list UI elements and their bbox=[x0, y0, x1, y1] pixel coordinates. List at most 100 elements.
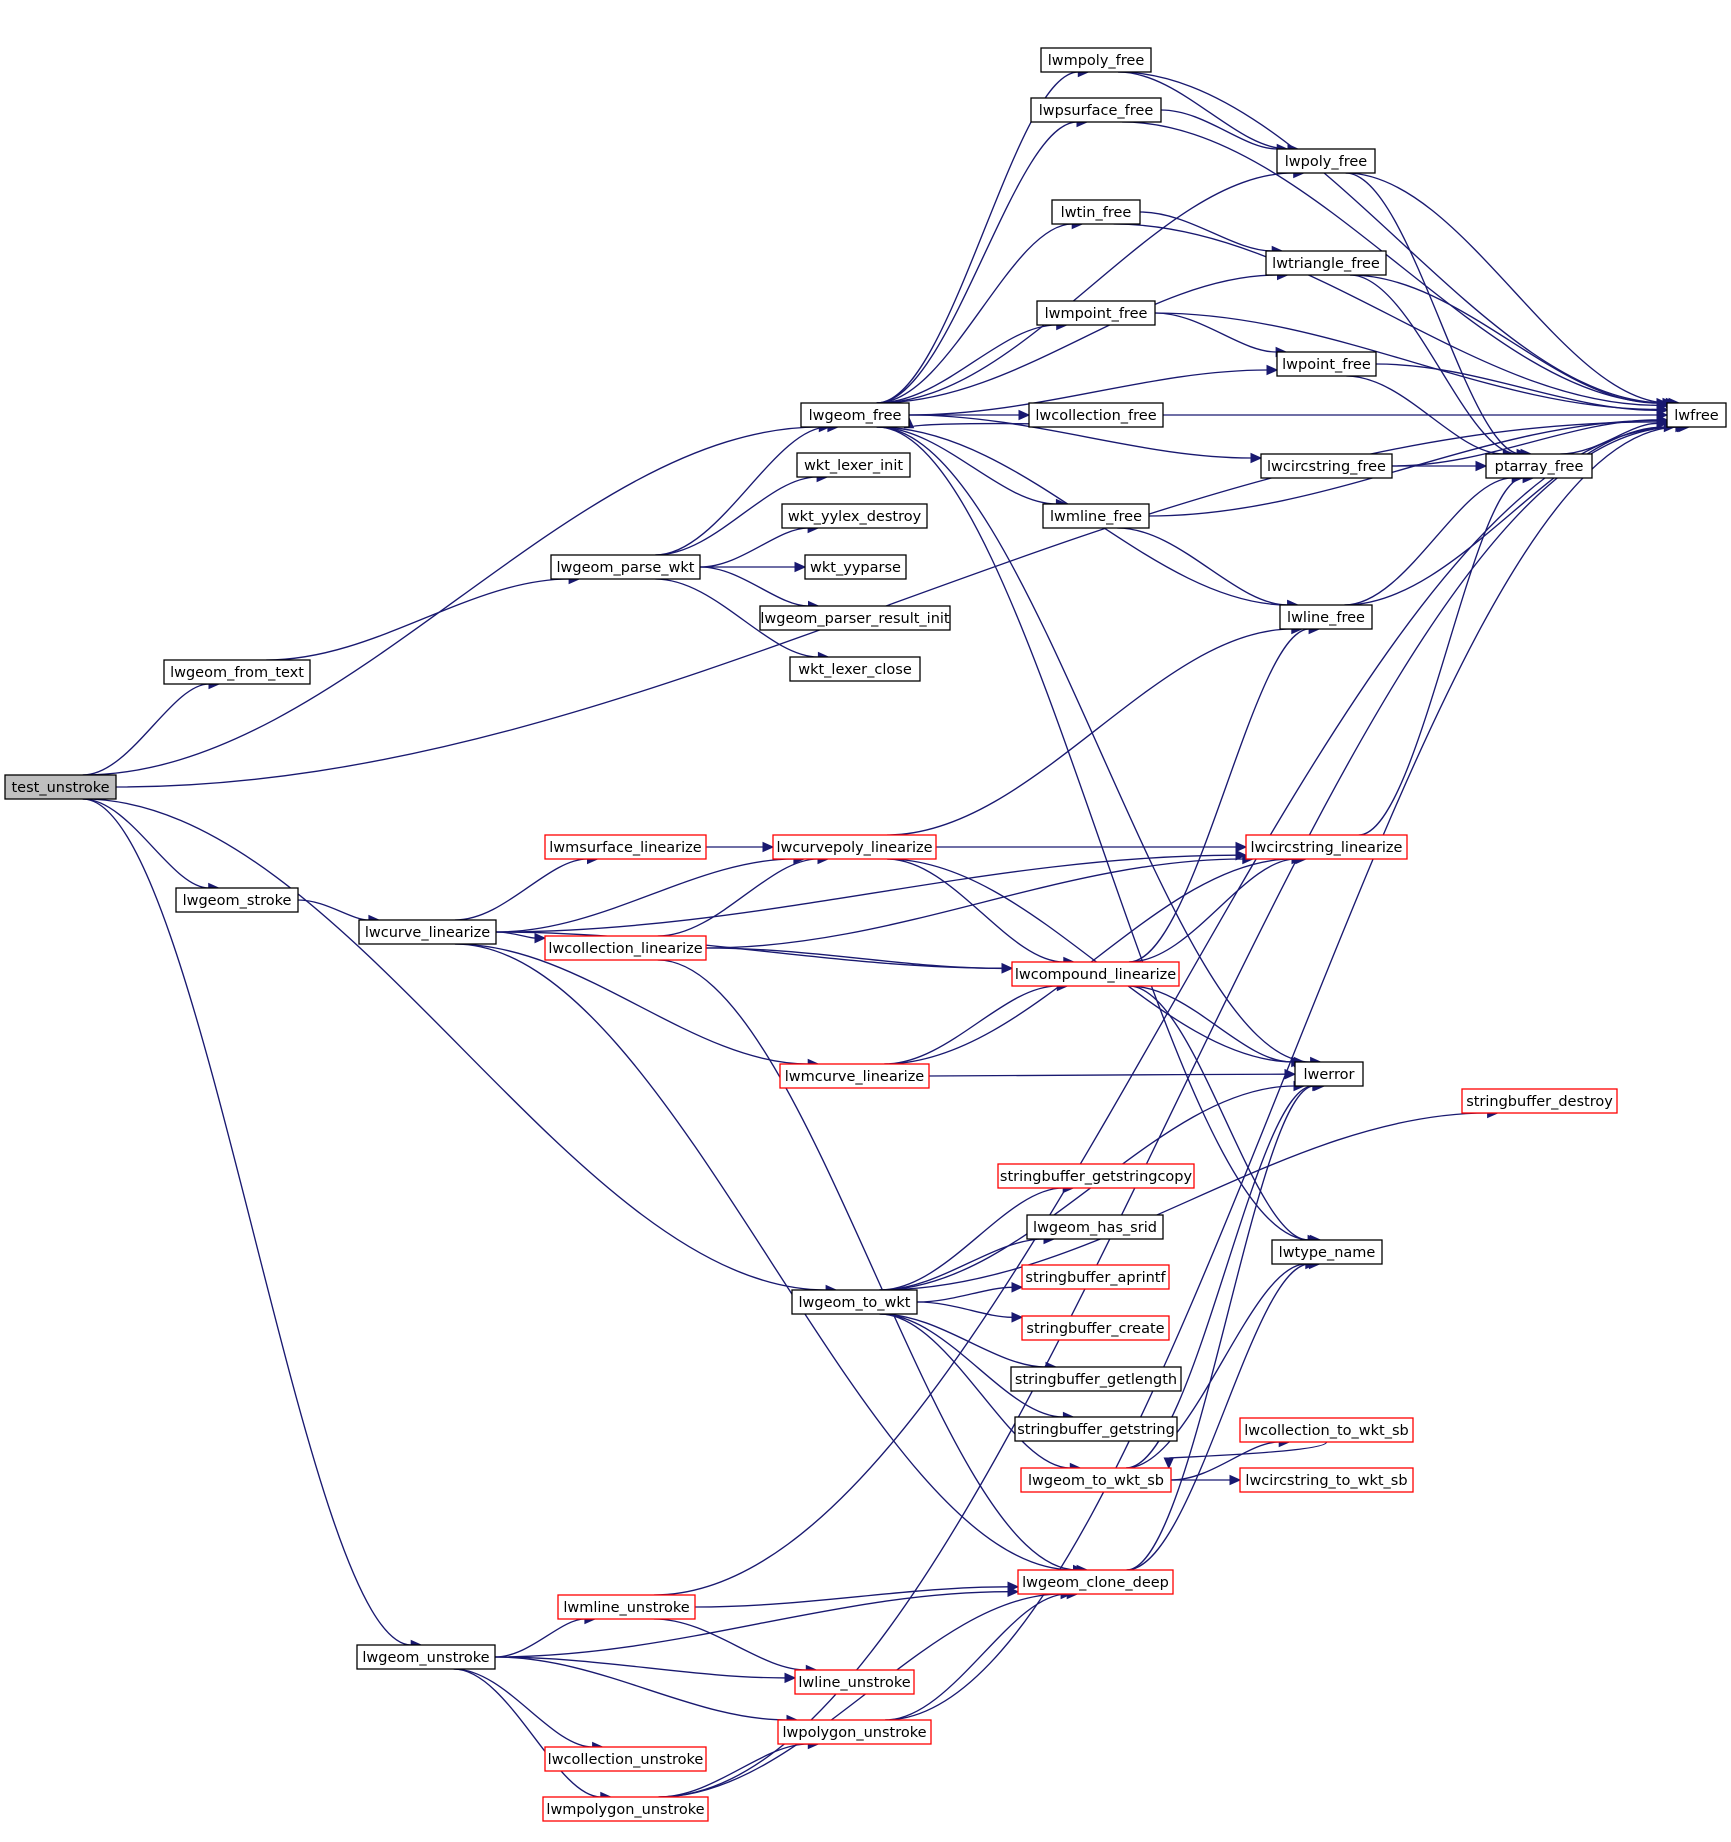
node-wkt-yylex-destroy[interactable]: wkt_yylex_destroy bbox=[781, 503, 928, 529]
node-lwgeom-parse-wkt[interactable]: lwgeom_parse_wkt bbox=[550, 554, 701, 580]
node-lwcollection-unstroke[interactable]: lwcollection_unstroke bbox=[544, 1746, 707, 1772]
node-label-lwcollection-unstroke: lwcollection_unstroke bbox=[548, 1752, 704, 1768]
node-box-wkt-yylex-destroy bbox=[781, 503, 928, 529]
node-box-lwgeom-to-wkt bbox=[791, 1289, 918, 1315]
node-stringbuffer-destroy[interactable]: stringbuffer_destroy bbox=[1461, 1088, 1618, 1114]
node-ptarray-free[interactable]: ptarray_free bbox=[1485, 453, 1593, 479]
node-lwerror[interactable]: lwerror bbox=[1294, 1061, 1364, 1087]
node-lwfree[interactable]: lwfree bbox=[1666, 402, 1727, 428]
node-stringbuffer-getlength[interactable]: stringbuffer_getlength bbox=[1010, 1366, 1182, 1392]
node-label-wkt-yylex-destroy: wkt_yylex_destroy bbox=[788, 509, 922, 525]
node-box-stringbuffer-getstringcopy bbox=[997, 1163, 1195, 1189]
node-lwmpoly-free[interactable]: lwmpoly_free bbox=[1040, 47, 1152, 73]
node-label-stringbuffer-getstring: stringbuffer_getstring bbox=[1017, 1422, 1175, 1438]
node-label-lwgeom-parser-result-init: lwgeom_parser_result_init bbox=[760, 611, 950, 627]
node-label-lwcircstring-free: lwcircstring_free bbox=[1267, 459, 1386, 475]
node-lwcircstring-linearize[interactable]: lwcircstring_linearize bbox=[1245, 834, 1408, 860]
arrowhead-lwcollection-linearize bbox=[534, 932, 547, 944]
node-lwcircstring-free[interactable]: lwcircstring_free bbox=[1260, 453, 1393, 479]
node-lwmpolygon-unstroke[interactable]: lwmpolygon_unstroke bbox=[542, 1796, 709, 1822]
edge-lwgeom-free-to-lwcircstring-free bbox=[908, 414, 1252, 459]
edge-lwcurve-linearize-to-lwmsurface-linearize bbox=[454, 858, 588, 921]
node-wkt-yyparse[interactable]: wkt_yyparse bbox=[804, 554, 907, 580]
node-label-lwcircstring-linearize: lwcircstring_linearize bbox=[1251, 840, 1403, 856]
node-test-unstroke[interactable]: test_unstroke bbox=[4, 774, 117, 800]
edge-lwgeom-unstroke-to-lwmline-unstroke bbox=[494, 1618, 585, 1658]
node-label-lwmcurve-linearize: lwmcurve_linearize bbox=[785, 1069, 925, 1085]
node-lwpolygon-unstroke[interactable]: lwpolygon_unstroke bbox=[777, 1719, 932, 1745]
node-lwtriangle-free[interactable]: lwtriangle_free bbox=[1265, 250, 1387, 276]
node-label-lwerror: lwerror bbox=[1304, 1067, 1355, 1083]
node-lwcollection-free[interactable]: lwcollection_free bbox=[1028, 402, 1164, 428]
node-box-lwerror bbox=[1294, 1061, 1364, 1087]
node-lwgeom-from-text[interactable]: lwgeom_from_text bbox=[163, 659, 311, 685]
node-label-lwmpoint-free: lwmpoint_free bbox=[1045, 306, 1148, 322]
edge-lwpolygon-unstroke-to-lwgeom-clone-deep bbox=[885, 1593, 1068, 1721]
edge-lwmline-free-to-lwline-free bbox=[1117, 527, 1288, 606]
node-stringbuffer-aprintf[interactable]: stringbuffer_aprintf bbox=[1021, 1264, 1170, 1290]
node-box-lwgeom-has-srid bbox=[1026, 1214, 1164, 1240]
node-stringbuffer-create[interactable]: stringbuffer_create bbox=[1021, 1315, 1170, 1341]
edge-lwgeom-to-wkt-to-stringbuffer-getstring bbox=[879, 1313, 1064, 1418]
node-wkt-lexer-init[interactable]: wkt_lexer_init bbox=[796, 452, 911, 478]
node-label-stringbuffer-aprintf: stringbuffer_aprintf bbox=[1025, 1270, 1166, 1286]
node-lwmline-unstroke[interactable]: lwmline_unstroke bbox=[557, 1594, 696, 1620]
node-lwgeom-has-srid[interactable]: lwgeom_has_srid bbox=[1026, 1214, 1164, 1240]
arrowhead-lwline-unstroke bbox=[784, 1672, 797, 1684]
node-lwgeom-stroke[interactable]: lwgeom_stroke bbox=[175, 887, 299, 913]
node-lwgeom-unstroke[interactable]: lwgeom_unstroke bbox=[356, 1644, 496, 1670]
node-box-stringbuffer-destroy bbox=[1461, 1088, 1618, 1114]
node-lwmline-free[interactable]: lwmline_free bbox=[1042, 503, 1150, 529]
edge-lwcurvepoly-linearize-to-lwcompound-linearize bbox=[887, 858, 1064, 963]
node-label-lwmline-free: lwmline_free bbox=[1050, 509, 1142, 525]
node-lwmpoint-free[interactable]: lwmpoint_free bbox=[1036, 300, 1156, 326]
edge-lwgeom-parse-wkt-to-wkt-lexer-close bbox=[655, 578, 819, 658]
node-stringbuffer-getstringcopy[interactable]: stringbuffer_getstringcopy bbox=[997, 1163, 1195, 1189]
edge-lwgeom-to-wkt-sb-to-lwcollection-to-wkt-sb bbox=[1170, 1441, 1280, 1481]
node-lwtin-free[interactable]: lwtin_free bbox=[1051, 199, 1141, 225]
node-lwcollection-to-wkt-sb[interactable]: lwcollection_to_wkt_sb bbox=[1239, 1417, 1414, 1443]
edge-lwgeom-unstroke-to-lwgeom-clone-deep bbox=[494, 1591, 1009, 1658]
node-lwcompound-linearize[interactable]: lwcompound_linearize bbox=[1011, 961, 1180, 987]
node-lwgeom-to-wkt-sb[interactable]: lwgeom_to_wkt_sb bbox=[1020, 1467, 1172, 1493]
edge-lwgeom-clone-deep-to-lwtype-name bbox=[1126, 1263, 1310, 1571]
edge-ptarray-free-to-lwfree bbox=[1560, 422, 1658, 455]
node-lwpoly-free[interactable]: lwpoly_free bbox=[1276, 148, 1376, 174]
node-lwgeom-free[interactable]: lwgeom_free bbox=[800, 402, 910, 428]
node-lwpoint-free[interactable]: lwpoint_free bbox=[1276, 351, 1377, 377]
edge-lwgeom-to-wkt-to-stringbuffer-getstringcopy bbox=[879, 1187, 1064, 1291]
edges-layer bbox=[82, 66, 1691, 1803]
node-label-lwcompound-linearize: lwcompound_linearize bbox=[1015, 967, 1176, 983]
node-lwline-free[interactable]: lwline_free bbox=[1279, 604, 1373, 630]
node-lwmcurve-linearize[interactable]: lwmcurve_linearize bbox=[779, 1063, 930, 1089]
node-lwmsurface-linearize[interactable]: lwmsurface_linearize bbox=[544, 834, 707, 860]
node-lwgeom-parser-result-init[interactable]: lwgeom_parser_result_init bbox=[759, 605, 951, 631]
edge-lwpsurface-free-to-lwpoly-free bbox=[1160, 109, 1278, 150]
node-box-stringbuffer-create bbox=[1021, 1315, 1170, 1341]
arrowhead-lwcircstring-linearize bbox=[1235, 841, 1248, 853]
node-box-lwtype-name bbox=[1271, 1239, 1383, 1265]
edge-lwline-free-to-ptarray-free bbox=[1344, 477, 1513, 606]
edge-lwmpolygon-unstroke-to-lwgeom-clone-deep bbox=[658, 1593, 1062, 1798]
edge-lwgeom-unstroke-to-lwcollection-unstroke bbox=[453, 1668, 593, 1748]
node-box-lwcircstring-to-wkt-sb bbox=[1239, 1467, 1414, 1493]
arrowhead-stringbuffer-aprintf bbox=[1011, 1282, 1024, 1293]
node-lwpsurface-free[interactable]: lwpsurface_free bbox=[1030, 97, 1162, 123]
node-lwcurve-linearize[interactable]: lwcurve_linearize bbox=[358, 919, 497, 945]
node-label-lwline-free: lwline_free bbox=[1287, 610, 1365, 626]
node-lwgeom-clone-deep[interactable]: lwgeom_clone_deep bbox=[1017, 1569, 1174, 1595]
node-lwgeom-to-wkt[interactable]: lwgeom_to_wkt bbox=[791, 1289, 918, 1315]
node-label-lwmline-unstroke: lwmline_unstroke bbox=[563, 1600, 689, 1616]
node-box-wkt-lexer-close bbox=[789, 656, 921, 682]
node-lwcurvepoly-linearize[interactable]: lwcurvepoly_linearize bbox=[772, 834, 937, 860]
node-lwcollection-linearize[interactable]: lwcollection_linearize bbox=[544, 935, 707, 961]
edge-lwgeom-free-to-lwtriangle-free bbox=[876, 274, 1278, 404]
node-stringbuffer-getstring[interactable]: stringbuffer_getstring bbox=[1014, 1416, 1178, 1442]
node-label-lwgeom-has-srid: lwgeom_has_srid bbox=[1033, 1220, 1157, 1236]
node-wkt-lexer-close[interactable]: wkt_lexer_close bbox=[789, 656, 921, 682]
edge-lwpolygon-unstroke-to-lwfree bbox=[885, 426, 1680, 1721]
node-lwline-unstroke[interactable]: lwline_unstroke bbox=[794, 1669, 915, 1695]
node-lwtype-name[interactable]: lwtype_name bbox=[1271, 1239, 1383, 1265]
arrowhead-lwcompound-linearize bbox=[1001, 963, 1014, 974]
node-lwcircstring-to-wkt-sb[interactable]: lwcircstring_to_wkt_sb bbox=[1239, 1467, 1414, 1493]
